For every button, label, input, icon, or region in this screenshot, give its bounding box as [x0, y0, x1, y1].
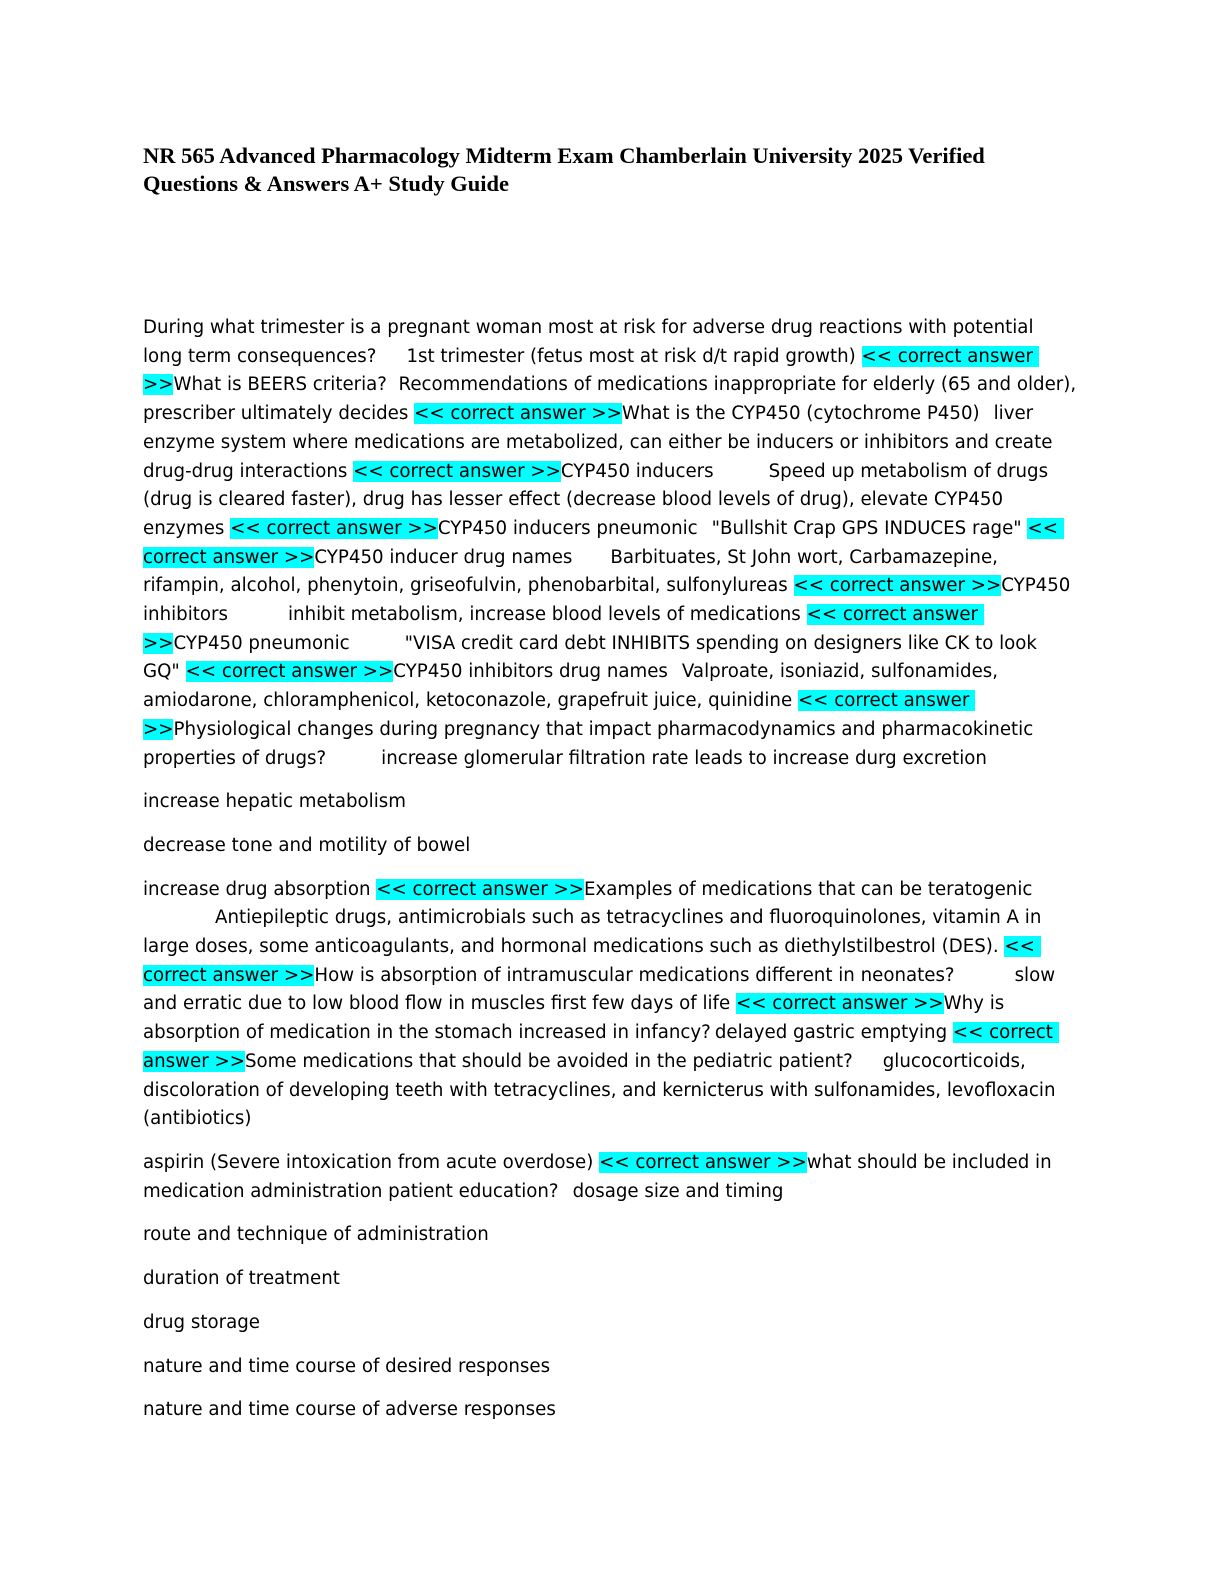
question-text: CYP450 inducer drug names: [314, 546, 573, 568]
answer-text: Antiepileptic drugs, antimicrobials such…: [143, 907, 1048, 958]
question-text: During what trimester is a pregnant woma…: [143, 317, 1040, 367]
question-text: CYP450 inducers pneumonic: [437, 517, 698, 539]
answer-line: route and technique of administration: [143, 1224, 489, 1246]
answer-line: increase hepatic metabolism: [143, 791, 406, 813]
answer-line: decrease tone and motility of bowel: [143, 834, 471, 856]
question-text: How is absorption of intramuscular medic…: [314, 964, 955, 986]
answer-text: inhibit metabolism, increase blood level…: [287, 604, 801, 626]
answer-text: aspirin (Severe intoxication from acute …: [143, 1151, 594, 1173]
question-text: Physiological changes during pregnancy t…: [143, 718, 1040, 769]
answer-line: nature and time course of adverse respon…: [143, 1399, 556, 1421]
answer-line: nature and time course of desired respon…: [143, 1355, 551, 1377]
question-text: CYP450 inhibitors: [143, 575, 1077, 626]
question-text: CYP450 inducers: [560, 460, 714, 482]
correct-answer-marker: << correct answer >>: [599, 1151, 807, 1173]
answer-text: delayed gastric emptying: [714, 1022, 948, 1044]
document-title: NR 565 Advanced Pharmacology Midterm Exa…: [143, 143, 985, 196]
correct-answer-marker: << correct answer >>: [376, 878, 584, 900]
correct-answer-marker: << correct answer >>: [185, 661, 394, 683]
question-text: CYP450 inhibitors drug names: [393, 661, 668, 683]
answer-text: slow and erratic due to low blood flow i…: [143, 964, 1061, 1015]
question-text: CYP450 pneumonic: [173, 632, 350, 654]
correct-answer-marker: << correct answer >>: [414, 403, 622, 425]
question-text: Examples of medications that can be tera…: [583, 878, 1033, 900]
answer-text: glucocorticoids, discoloration of develo…: [143, 1050, 1062, 1130]
question-text: What is BEERS criteria?: [173, 374, 387, 396]
answer-line: drug storage: [143, 1311, 260, 1333]
answer-text: increase drug absorption: [143, 878, 371, 900]
document-body: During what trimester is a pregnant woma…: [143, 314, 1078, 1440]
correct-answer-marker: << correct answer >>: [230, 517, 438, 539]
answer-text: Recommendations of medications inappropr…: [143, 374, 1082, 425]
answer-text: Barbituates, St John wort, Carbamazepine…: [143, 546, 1004, 597]
answer-text: increase glomerular filtration rate lead…: [381, 747, 987, 769]
correct-answer-marker: << correct answer >>: [353, 460, 561, 482]
qa-paragraph-3: aspirin (Severe intoxication from acute …: [143, 1149, 1078, 1206]
answer-text: "Bullshit Crap GPS INDUCES rage": [711, 517, 1022, 539]
answer-text: "VISA credit card debt INHIBITS spending…: [143, 632, 1043, 683]
qa-paragraph-1: During what trimester is a pregnant woma…: [143, 314, 1078, 773]
question-text: Some medications that should be avoided …: [244, 1050, 853, 1072]
qa-paragraph-2: increase drug absorption << correct answ…: [143, 876, 1078, 1134]
answer-line: duration of treatment: [143, 1268, 340, 1290]
answer-text: Valproate, isoniazid, sulfonamides, amio…: [143, 661, 1004, 712]
correct-answer-marker: << correct answer >>: [793, 575, 1002, 597]
answer-text: liver enzyme system where medications ar…: [143, 403, 1059, 482]
answer-text: Speed up metabolism of drugs (drug is cl…: [143, 460, 1054, 539]
question-text: Why is absorption of medication in the s…: [143, 993, 1011, 1044]
question-text: what should be included in medication ad…: [143, 1151, 1058, 1202]
answer-text: dosage size and timing: [572, 1180, 784, 1202]
question-text: What is the CYP450 (cytochrome P450): [621, 403, 980, 425]
correct-answer-marker: << correct answer >>: [735, 993, 944, 1015]
answer-text: 1st trimester (fetus most at risk d/t ra…: [406, 345, 856, 367]
